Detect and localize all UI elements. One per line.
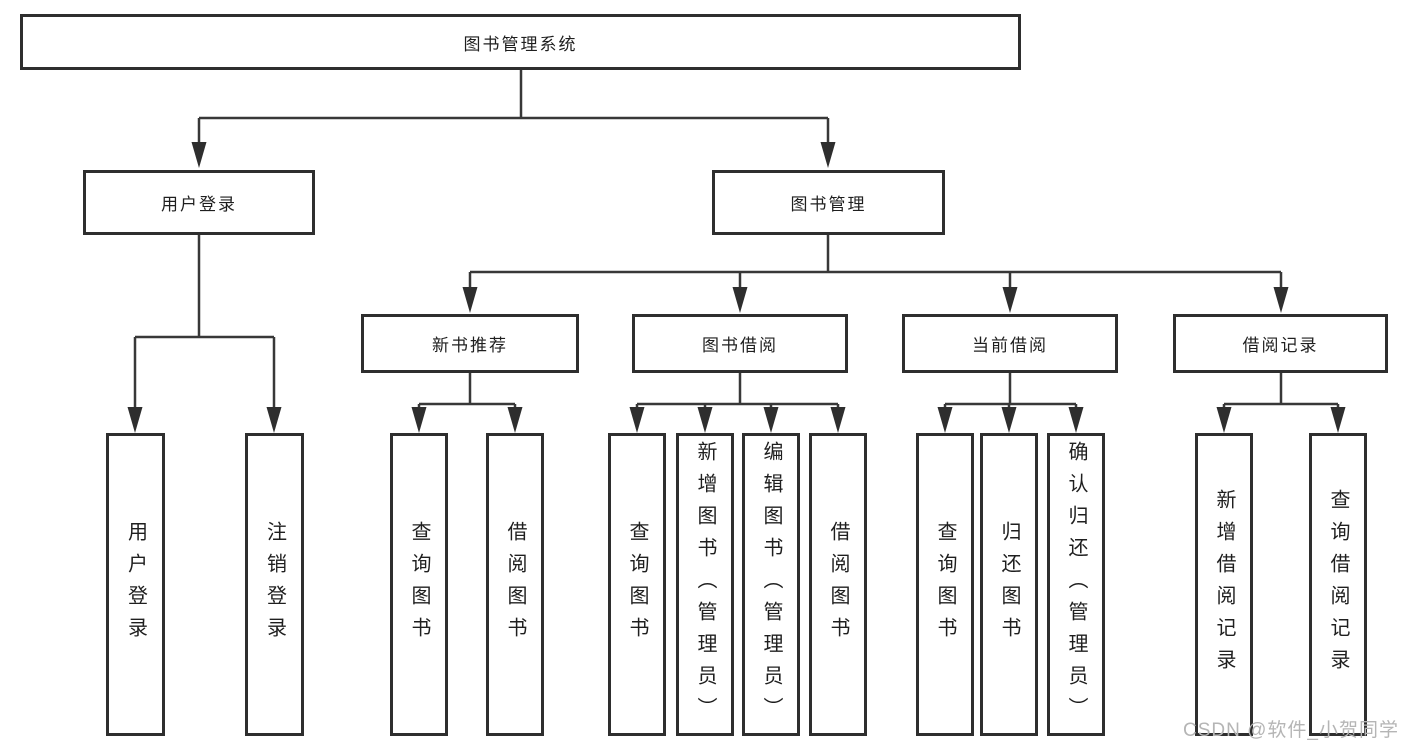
- leaf-borrow-books-1: 借阅图书: [486, 433, 544, 736]
- leaf-confirm-return-admin-label: 确认归还（管理员）: [1065, 440, 1087, 729]
- leaf-add-borrow-record-label: 新增借阅记录: [1213, 488, 1235, 681]
- leaf-confirm-return-admin: 确认归还（管理员）: [1047, 433, 1105, 736]
- node-borrowing-records-label: 借阅记录: [1242, 336, 1319, 355]
- leaf-logout-label: 注销登录: [263, 520, 286, 649]
- node-user-login: 用户登录: [83, 170, 315, 235]
- csdn-watermark: CSDN @软件_小贺同学: [1183, 720, 1399, 741]
- leaf-return-books-label: 归还图书: [998, 520, 1020, 649]
- node-current-borrowing: 当前借阅: [902, 314, 1118, 373]
- leaf-edit-book-admin: 编辑图书（管理员）: [742, 433, 800, 736]
- node-root: 图书管理系统: [20, 14, 1021, 70]
- leaf-add-book-admin: 新增图书（管理员）: [676, 433, 734, 736]
- leaf-borrow-books-1-label: 借阅图书: [504, 520, 526, 649]
- arrowheads: [127, 142, 1346, 433]
- leaf-query-books-1: 查询图书: [390, 433, 448, 736]
- node-current-borrowing-label: 当前借阅: [972, 336, 1048, 355]
- node-borrowing-records: 借阅记录: [1173, 314, 1388, 373]
- node-book-management: 图书管理: [712, 170, 945, 235]
- leaf-return-books: 归还图书: [980, 433, 1038, 736]
- leaf-query-books-2-label: 查询图书: [626, 520, 648, 649]
- leaf-query-books-2: 查询图书: [608, 433, 666, 736]
- leaf-query-books-1-label: 查询图书: [408, 520, 430, 649]
- leaf-query-borrow-record-label: 查询借阅记录: [1327, 488, 1349, 681]
- node-book-management-label: 图书管理: [790, 195, 867, 214]
- node-book-borrowing-label: 图书借阅: [702, 336, 778, 355]
- leaf-borrow-books-2: 借阅图书: [809, 433, 867, 736]
- leaf-edit-book-admin-label: 编辑图书（管理员）: [760, 440, 782, 729]
- node-new-book-recommend: 新书推荐: [361, 314, 579, 373]
- leaf-user-login: 用户登录: [106, 433, 165, 736]
- leaf-add-book-admin-label: 新增图书（管理员）: [694, 440, 716, 729]
- node-user-login-label: 用户登录: [161, 195, 237, 214]
- leaf-query-books-3-label: 查询图书: [934, 520, 956, 649]
- leaf-add-borrow-record: 新增借阅记录: [1195, 433, 1253, 736]
- leaf-user-login-label: 用户登录: [124, 520, 147, 649]
- leaf-query-borrow-record: 查询借阅记录: [1309, 433, 1367, 736]
- node-root-label: 图书管理系统: [463, 34, 578, 54]
- node-book-borrowing: 图书借阅: [632, 314, 848, 373]
- leaf-borrow-books-2-label: 借阅图书: [827, 520, 849, 649]
- leaf-query-books-3: 查询图书: [916, 433, 974, 736]
- node-new-book-recommend-label: 新书推荐: [432, 336, 508, 355]
- leaf-logout: 注销登录: [245, 433, 304, 736]
